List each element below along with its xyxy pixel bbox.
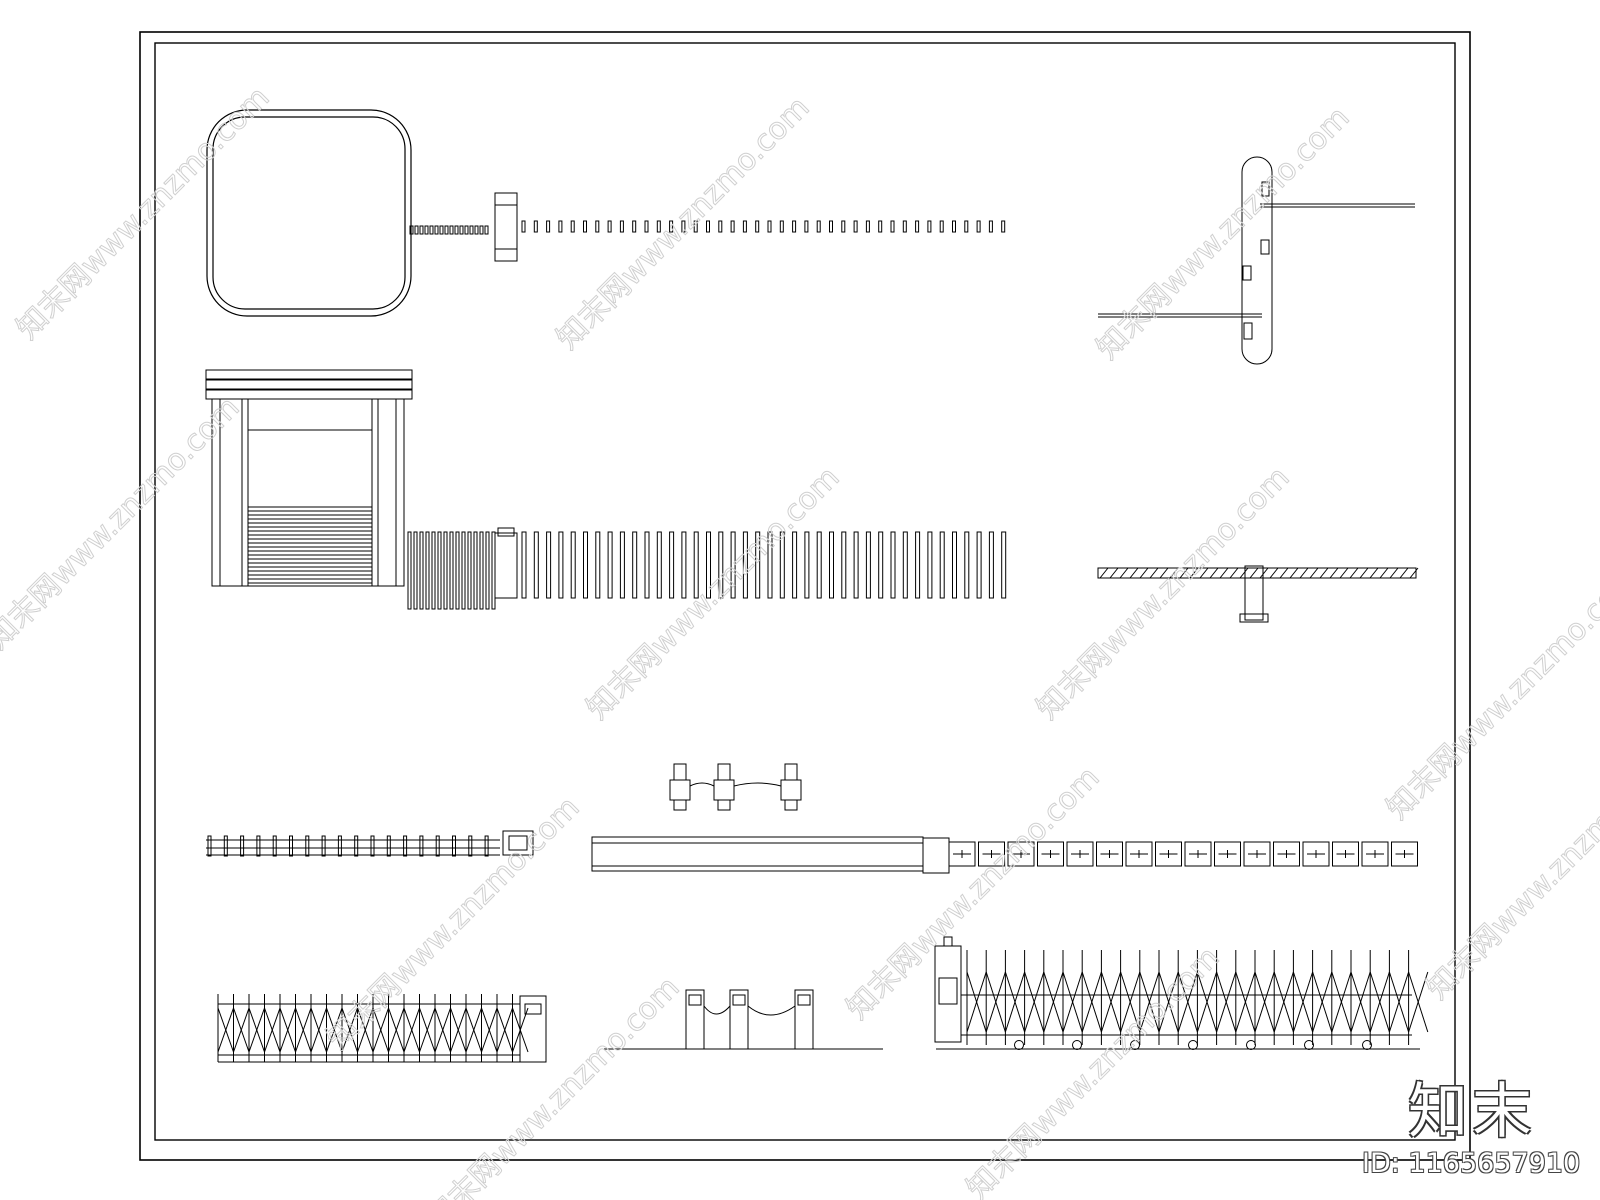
image-id-label: ID: 1165657910 bbox=[1362, 1148, 1581, 1179]
gate-motor-box bbox=[502, 830, 534, 856]
outer-frame bbox=[139, 31, 1471, 1161]
barrier-cabinet bbox=[494, 532, 518, 599]
watermark-text: 知末网www.znzmo.com bbox=[10, 80, 276, 346]
gate-elevation-small bbox=[217, 994, 547, 1063]
inner-frame bbox=[154, 42, 1456, 1141]
watermark-text: 知末网www.znzmo.com bbox=[1090, 100, 1356, 366]
gate-control-box bbox=[519, 995, 547, 1063]
gate-drive bbox=[922, 837, 950, 874]
watermark-text: 知末网www.znzmo.com bbox=[1030, 460, 1296, 726]
watermark-text: 知末网www.znzmo.com bbox=[1380, 560, 1600, 826]
booth-elevation bbox=[205, 369, 413, 587]
watermark-text: 知末网www.znzmo.com bbox=[550, 90, 816, 356]
brand-logo: 知末 bbox=[1408, 1077, 1536, 1147]
watermark-text: 知末网www.znzmo.com bbox=[420, 970, 686, 1200]
barrier-plan bbox=[409, 192, 1006, 262]
arm-barrier bbox=[1097, 565, 1419, 623]
booth-plan bbox=[206, 109, 412, 317]
turnstile-plan bbox=[1098, 156, 1415, 365]
barrier-elevation bbox=[407, 527, 1007, 610]
watermark-text: 知末网www.znzmo.com bbox=[960, 940, 1226, 1200]
speed-gate-elevation bbox=[604, 989, 883, 1050]
barrier-box bbox=[494, 192, 518, 262]
gate-elevation-large bbox=[934, 936, 1429, 1050]
gate-plan-small bbox=[206, 830, 534, 857]
speed-gate-plan bbox=[669, 763, 802, 811]
watermark-text: 知末网www.znzmo.com bbox=[840, 760, 1106, 1026]
gate-plan-long bbox=[591, 836, 1418, 874]
watermark-text: 知末网www.znzmo.com bbox=[0, 390, 246, 656]
